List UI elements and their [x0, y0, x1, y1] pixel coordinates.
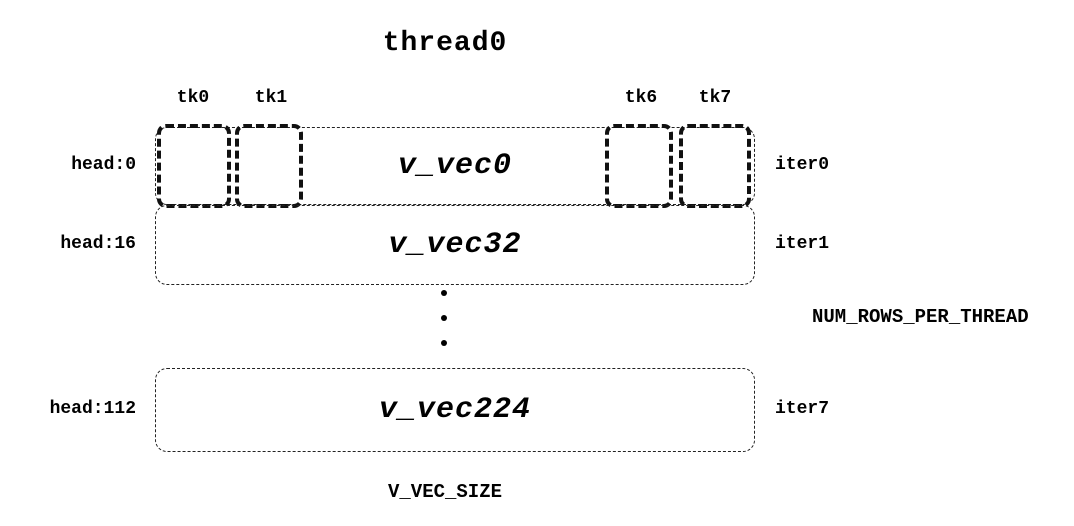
tk1-box	[235, 124, 303, 208]
vertical-ellipsis-icon	[441, 290, 447, 346]
head-label-iter0: head:0	[71, 155, 136, 175]
ellipsis-dot	[441, 340, 447, 346]
vec-label-iter7: v_vec224	[378, 393, 532, 427]
head-label-iter1: head:16	[60, 234, 136, 254]
vec-label-iter0: v_vec0	[397, 149, 513, 183]
iter-label-iter1: iter1	[775, 234, 830, 254]
iter-label-iter0: iter0	[775, 155, 830, 175]
head-label-iter7: head:112	[49, 399, 136, 419]
iter-label-iter7: iter7	[775, 399, 830, 419]
num-rows-per-thread-label: NUM_ROWS_PER_THREAD	[812, 306, 1029, 328]
tk7-label: tk7	[698, 88, 732, 108]
vec-label-iter1: v_vec32	[388, 228, 522, 262]
v-vec-size-label: V_VEC_SIZE	[387, 481, 503, 503]
tk7-box	[679, 124, 751, 208]
tk6-box	[605, 124, 673, 208]
vector-row-iter7: v_vec224	[155, 368, 755, 452]
tk0-label: tk0	[176, 88, 210, 108]
tk6-label: tk6	[624, 88, 658, 108]
ellipsis-dot	[441, 315, 447, 321]
ellipsis-dot	[441, 290, 447, 296]
tk1-label: tk1	[254, 88, 288, 108]
tk0-box	[157, 124, 231, 208]
vector-row-iter0: v_vec0	[155, 127, 755, 205]
vector-row-iter1: v_vec32	[155, 205, 755, 285]
diagram-title: thread0	[382, 28, 508, 59]
